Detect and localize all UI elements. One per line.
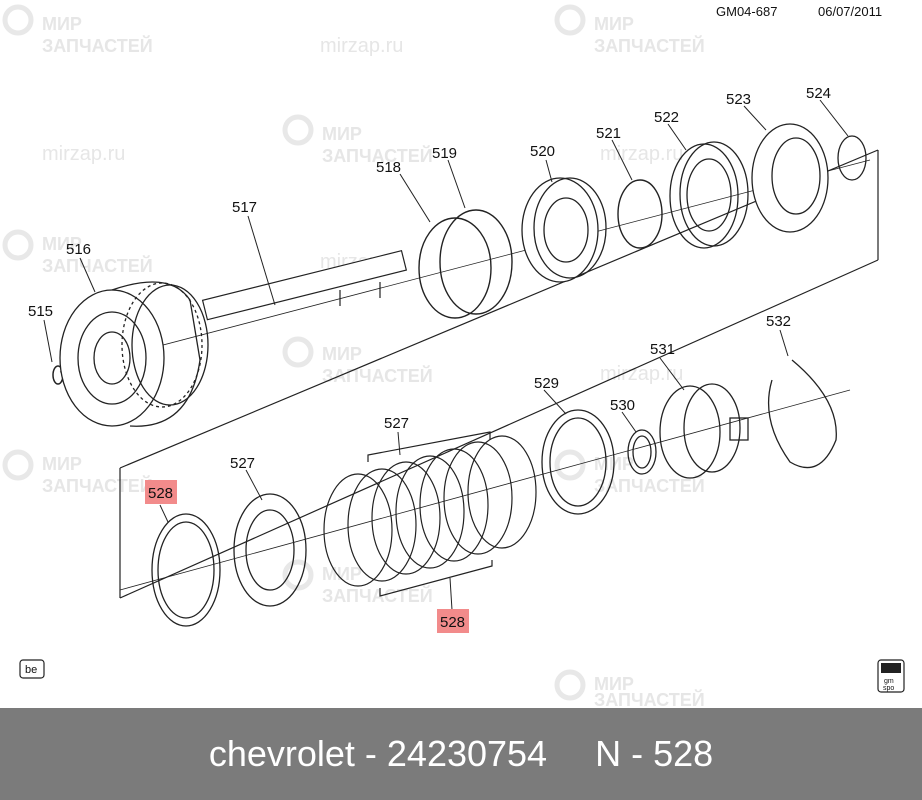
- part-530-thrust-bearing[interactable]: [627, 429, 657, 475]
- part-523-retainer[interactable]: [751, 123, 829, 233]
- svg-text:ЗАПЧАСТЕЙ: ЗАПЧАСТЕЙ: [594, 475, 705, 496]
- svg-text:ЗАПЧАСТЕЙ: ЗАПЧАСТЕЙ: [322, 145, 433, 166]
- document-id: GM04-687: [716, 4, 777, 19]
- svg-text:ЗАПЧАСТЕЙ: ЗАПЧАСТЕЙ: [322, 585, 433, 606]
- callout-515: 515: [28, 303, 53, 320]
- svg-text:МИР: МИР: [42, 454, 82, 474]
- svg-text:mirzap.ru: mirzap.ru: [42, 143, 125, 165]
- watermark-line1: МИР: [42, 14, 82, 34]
- callout-527-left: 527: [230, 455, 255, 472]
- callout-524: 524: [806, 85, 831, 102]
- svg-text:МИР: МИР: [322, 344, 362, 364]
- callout-517: 517: [232, 199, 257, 216]
- assembly-frame: [59, 149, 879, 599]
- part-531-clutch-hub[interactable]: [659, 383, 749, 479]
- callout-530: 530: [610, 397, 635, 414]
- part-517-input-shaft[interactable]: [201, 249, 408, 321]
- callout-523: 523: [726, 91, 751, 108]
- clutch-pack[interactable]: [323, 431, 537, 597]
- callout-522: 522: [654, 109, 679, 126]
- part-532-snap-ring[interactable]: [767, 359, 837, 469]
- svg-text:МИР: МИР: [594, 14, 634, 34]
- footer-brand-part: chevrolet - 24230754: [208, 733, 548, 774]
- part-521-ring[interactable]: [617, 179, 663, 249]
- svg-text:МИР: МИР: [594, 674, 634, 694]
- svg-text:ЗАПЧАСТЕЙ: ЗАПЧАСТЕЙ: [322, 365, 433, 386]
- callout-527-right: 527: [384, 415, 409, 432]
- callout-532: 532: [766, 313, 791, 330]
- callouts: 515 516 517 518 519 520 521 522 523 524 …: [28, 85, 831, 631]
- callout-531: 531: [650, 341, 675, 358]
- svg-text:gm: gm: [884, 678, 894, 685]
- part-519-seal-ring[interactable]: [439, 209, 513, 315]
- callout-528-upper: 528: [148, 485, 173, 502]
- part-527-friction-plate-left[interactable]: [233, 493, 307, 607]
- footer-reference: N - 528: [595, 733, 714, 774]
- part-529-plate[interactable]: [541, 409, 615, 515]
- callout-516: 516: [66, 241, 91, 258]
- svg-text:mirzap.ru: mirzap.ru: [600, 143, 683, 165]
- parts-diagram: МИР ЗАПЧАСТЕЙ mirzap.ru mirzap.ru mirzap…: [2, 4, 905, 708]
- callout-518: 518: [376, 159, 401, 176]
- part-524-snap-ring[interactable]: [837, 135, 867, 181]
- highlight-528-upper: [145, 480, 177, 504]
- watermark-logo: МИР ЗАПЧАСТЕЙ: [2, 4, 153, 56]
- svg-text:ЗАПЧАСТЕЙ: ЗАПЧАСТЕЙ: [42, 475, 153, 496]
- svg-text:spo: spo: [883, 685, 894, 692]
- callout-520: 520: [530, 143, 555, 160]
- callout-528-lower: 528: [440, 614, 465, 631]
- part-522-return-spring[interactable]: [669, 141, 749, 249]
- footer-bar: chevrolet - 24230754 N - 528: [0, 708, 922, 800]
- part-516-drum-housing[interactable]: [59, 281, 209, 427]
- part-528-plate-left[interactable]: [151, 513, 221, 627]
- svg-text:mirzap.ru: mirzap.ru: [320, 35, 403, 57]
- part-520-piston[interactable]: [521, 177, 607, 283]
- leader-lines: [43, 99, 849, 611]
- document-date: 06/07/2011: [818, 4, 882, 19]
- callout-521: 521: [596, 125, 621, 142]
- svg-text:ЗАПЧАСТЕЙ: ЗАПЧАСТЕЙ: [42, 255, 153, 276]
- badge-right-gm-spo-icon: gm spo: [877, 659, 905, 693]
- badge-left: be: [19, 659, 45, 679]
- svg-text:МИР: МИР: [322, 124, 362, 144]
- svg-text:МИР: МИР: [42, 234, 82, 254]
- svg-text:МИР: МИР: [322, 564, 362, 584]
- svg-text:ЗАПЧАСТЕЙ: ЗАПЧАСТЕЙ: [594, 35, 705, 56]
- highlight-528-lower: [437, 609, 469, 633]
- svg-text:mirzap.ru: mirzap.ru: [600, 363, 683, 385]
- svg-text:be: be: [25, 664, 37, 676]
- part-518-seal-ring[interactable]: [418, 217, 492, 319]
- watermark-line2: ЗАПЧАСТЕЙ: [42, 35, 153, 56]
- svg-text:ЗАПЧАСТЕЙ: ЗАПЧАСТЕЙ: [594, 689, 705, 708]
- callout-519: 519: [432, 145, 457, 162]
- callout-529: 529: [534, 375, 559, 392]
